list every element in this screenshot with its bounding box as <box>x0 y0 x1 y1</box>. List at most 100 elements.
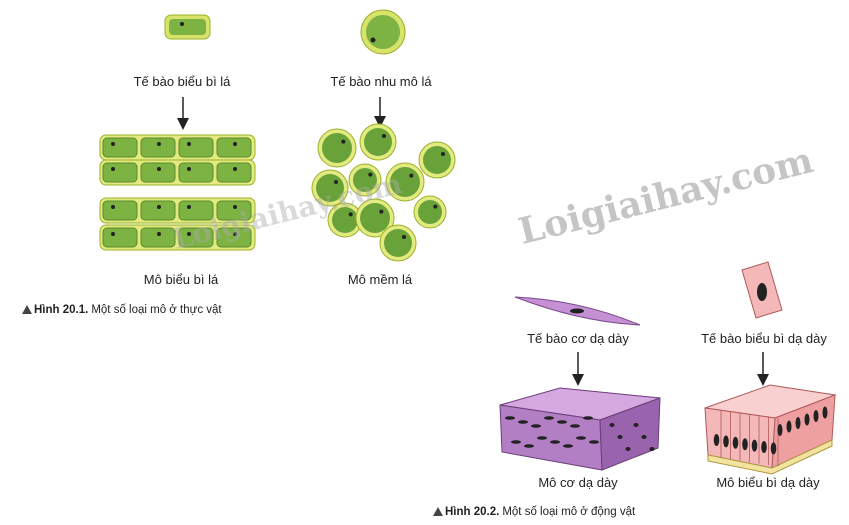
nucleus <box>409 173 414 178</box>
nucleus <box>511 440 521 444</box>
stomach-epithelial-tissue-icon <box>704 384 837 475</box>
nucleus <box>563 444 573 448</box>
nucleus <box>111 205 115 209</box>
triangle-icon <box>22 305 32 314</box>
cell-shape <box>423 146 451 174</box>
leaf-epidermal-cell-icon <box>164 14 211 40</box>
leaf-epidermal-tissue-icon <box>99 134 256 251</box>
nucleus <box>368 172 373 177</box>
nucleus <box>732 436 739 449</box>
label-leaf-mesophyll-tissue: Mô mềm lá <box>347 272 413 287</box>
nucleus <box>609 423 615 427</box>
nucleus <box>576 436 586 440</box>
nucleus <box>723 435 729 448</box>
nucleus <box>649 447 655 451</box>
nucleus <box>233 232 237 236</box>
nucleus <box>786 420 792 433</box>
label-stomach-epithelial-tissue: Mô biểu bì dạ dày <box>716 475 820 490</box>
nucleus <box>570 424 580 428</box>
epidermal-cell <box>102 137 138 158</box>
label-stomach-epithelial-cell: Tế bào biểu bì dạ dày <box>701 331 827 346</box>
nucleus <box>550 440 560 444</box>
stomach-muscle-cell-icon <box>514 296 641 326</box>
nucleus <box>111 142 115 146</box>
nucleus <box>751 439 758 452</box>
cell-row <box>99 197 256 224</box>
nucleus <box>382 134 386 138</box>
epidermal-cell <box>216 162 252 183</box>
triangle-icon <box>433 507 443 516</box>
nucleus <box>441 152 445 156</box>
caption-figure-20-2: Hình 20.2.Một số loại mô ở động vật <box>433 506 635 518</box>
nucleus <box>531 424 541 428</box>
nucleus <box>402 235 406 239</box>
cell-shape <box>322 133 352 163</box>
cell-row <box>99 159 256 186</box>
nucleus <box>822 406 828 419</box>
nucleus <box>795 417 801 429</box>
nucleus <box>813 410 819 422</box>
nucleus <box>187 167 191 171</box>
nucleus <box>348 212 353 217</box>
nucleus <box>505 416 515 420</box>
nucleus <box>157 205 161 209</box>
nucleus <box>589 440 599 444</box>
cell-shape <box>418 200 442 224</box>
nucleus <box>111 232 115 236</box>
nucleus <box>157 232 161 236</box>
cell-shape <box>384 229 412 257</box>
nucleus <box>641 435 647 439</box>
nucleus <box>617 435 623 439</box>
epidermal-cell <box>140 162 176 183</box>
leaf-mesophyll-cell-icon <box>360 9 406 55</box>
nucleus <box>625 447 631 451</box>
epidermal-cell <box>216 200 252 221</box>
nucleus <box>111 167 115 171</box>
nucleus <box>537 436 547 440</box>
nucleus <box>713 434 720 446</box>
nucleus <box>233 142 237 146</box>
nucleus <box>379 209 384 214</box>
nucleus <box>583 416 593 420</box>
epidermal-cell <box>140 137 176 158</box>
epidermal-cell <box>178 137 214 158</box>
label-leaf-mesophyll-cell: Tế bào nhu mô lá <box>330 74 432 89</box>
nucleus <box>524 444 534 448</box>
nucleus <box>233 205 237 209</box>
nucleus <box>804 413 810 426</box>
epidermal-cell <box>140 227 176 248</box>
nucleus <box>157 142 161 146</box>
epidermal-cell <box>140 200 176 221</box>
nucleus <box>518 420 528 424</box>
nucleus <box>742 438 748 451</box>
cell-shape <box>364 128 392 156</box>
nucleus <box>187 232 191 236</box>
nucleus <box>544 416 554 420</box>
stomach-epithelial-cell-icon <box>741 261 783 319</box>
nucleus <box>157 167 161 171</box>
label-leaf-epidermal-tissue: Mô biểu bì lá <box>143 272 219 287</box>
epidermal-cell <box>178 162 214 183</box>
epidermal-cell <box>216 137 252 158</box>
nucleus <box>334 180 338 184</box>
stomach-muscle-tissue-icon <box>499 387 661 471</box>
nucleus <box>777 424 783 436</box>
caption-figure-20-1: Hình 20.1.Một số loại mô ở thực vật <box>22 304 222 316</box>
nucleus <box>187 205 191 209</box>
epidermal-cell <box>216 227 252 248</box>
epidermal-cell <box>102 227 138 248</box>
nucleus <box>433 204 438 209</box>
epidermal-cell <box>102 162 138 183</box>
label-leaf-epidermal-cell: Tế bào biểu bì lá <box>133 74 231 89</box>
leaf-mesophyll-tissue-icon <box>311 123 456 262</box>
epidermal-cell <box>102 200 138 221</box>
nucleus <box>341 139 346 144</box>
nucleus <box>761 441 767 453</box>
nucleus <box>633 423 639 427</box>
nucleus <box>233 167 237 171</box>
nucleus <box>770 442 777 455</box>
label-stomach-muscle-cell: Tế bào cơ dạ dày <box>527 331 629 346</box>
cell-row <box>99 224 256 251</box>
